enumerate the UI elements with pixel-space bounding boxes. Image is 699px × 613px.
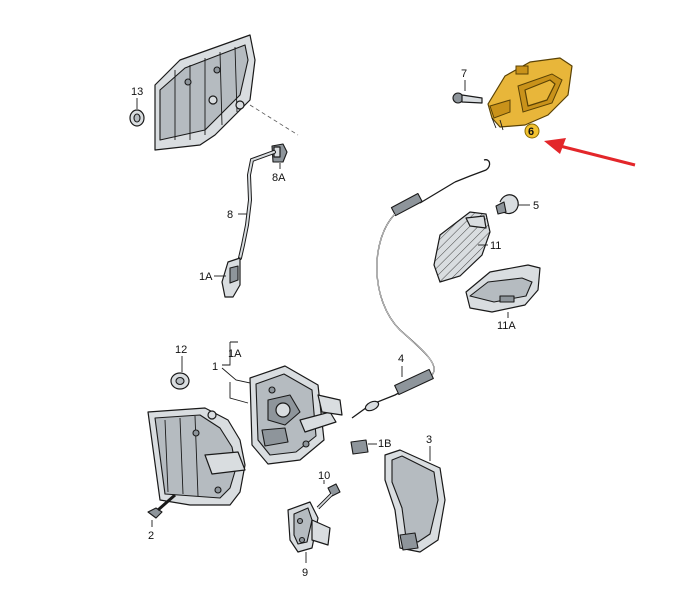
lock-rod-8: [238, 150, 276, 260]
callout-6: 6: [528, 126, 534, 138]
callout-1: 1: [212, 361, 218, 373]
callout-7: 7: [461, 68, 467, 80]
bolt-10: [316, 480, 341, 510]
callout-1b: 1B: [378, 438, 391, 450]
callout-11a: 11A: [497, 320, 516, 332]
grommet-plug-13: [129, 98, 145, 127]
lock-knob-1a: [214, 257, 241, 298]
lock-cover-3: [384, 446, 446, 553]
striker-plate-9: [287, 501, 331, 563]
callout-3: 3: [426, 434, 432, 446]
door-inner-panel-lower: [147, 407, 246, 506]
callout-1a-rod: 1A: [199, 271, 213, 283]
cover-11a: [465, 264, 541, 318]
damper-block-1b: [350, 439, 377, 455]
door-lock-mechanism-1: [249, 365, 343, 465]
callout-10: 10: [318, 470, 330, 482]
callout-11: 11: [490, 240, 501, 252]
red-pointer-arrow: [544, 138, 636, 167]
callout-2: 2: [148, 530, 154, 542]
selected-part-badge: 6: [524, 123, 540, 139]
cover-11: [433, 211, 491, 283]
grommet-plug-12: [170, 356, 190, 390]
callout-5: 5: [533, 200, 539, 212]
callout-8: 8: [227, 209, 233, 221]
release-cable: [376, 159, 491, 376]
callout-1a-lock: 1A: [228, 348, 242, 360]
screw-2: [147, 493, 176, 527]
release-cable-4: [351, 366, 434, 419]
callout-13: 13: [131, 86, 143, 98]
inner-door-handle-6: [487, 57, 573, 131]
rod-clip-8a: [271, 143, 288, 169]
callout-9: 9: [302, 567, 308, 579]
door-inner-panel-upper: [154, 34, 299, 151]
screw-7: [452, 80, 483, 104]
callout-4: 4: [398, 353, 404, 365]
cable-clip-5: [495, 194, 530, 215]
callout-1-bracket: [221, 341, 256, 404]
callout-8a: 8A: [272, 172, 286, 184]
callout-12: 12: [175, 344, 187, 356]
